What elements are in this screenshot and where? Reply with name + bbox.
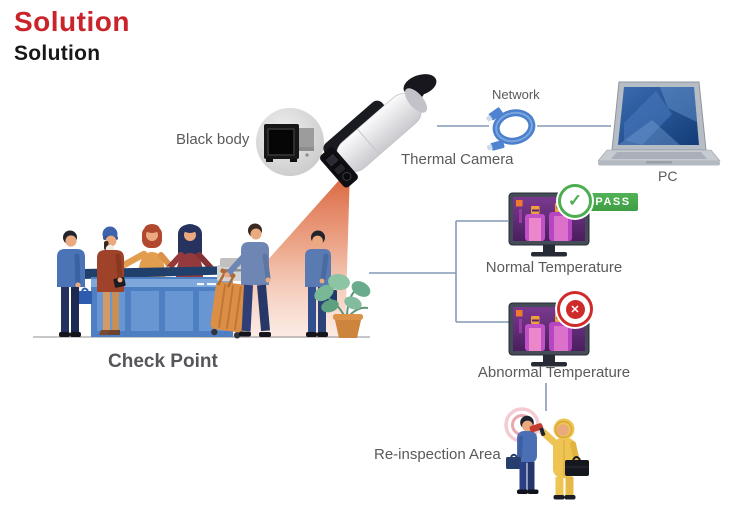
camera-sunshield bbox=[323, 100, 385, 157]
thermometer-gun-icon bbox=[529, 423, 546, 436]
re-inspection-illustration bbox=[504, 407, 589, 500]
cable-connector-bottom bbox=[486, 140, 505, 151]
potted-plant bbox=[314, 273, 371, 338]
monitor-stand bbox=[543, 355, 555, 362]
page-subtitle: Solution bbox=[14, 42, 101, 65]
suitcase bbox=[210, 281, 250, 339]
abnormal-temperature-label: Abnormal Temperature bbox=[477, 364, 631, 381]
queue-man-suitcase bbox=[210, 223, 271, 339]
pass-badge: PASS bbox=[588, 193, 638, 211]
inspector-briefcase bbox=[565, 460, 589, 476]
check-glyph: ✓ bbox=[567, 191, 583, 210]
black-body-device bbox=[256, 108, 324, 176]
check-point-illustration bbox=[33, 223, 371, 339]
cross-glyph: ✕ bbox=[565, 299, 585, 319]
cross-circle-icon: ✕ bbox=[557, 291, 593, 327]
network-label: Network bbox=[492, 87, 540, 102]
queue-woman bbox=[97, 226, 126, 335]
pc-label: PC bbox=[658, 168, 678, 184]
thermal-camera-label: Thermal Camera bbox=[401, 151, 514, 168]
pc-illustration bbox=[598, 81, 721, 166]
laptop-keyboard bbox=[611, 152, 707, 159]
check-circle-icon: ✓ bbox=[558, 184, 592, 218]
check-point-label: Check Point bbox=[108, 351, 218, 372]
monitor-stand bbox=[543, 245, 555, 252]
camera-lens bbox=[325, 153, 340, 168]
normal-temperature-label: Normal Temperature bbox=[485, 259, 623, 276]
hazmat-inspector bbox=[529, 418, 589, 500]
normal-temperature-monitor bbox=[508, 192, 590, 257]
cable-connector-top bbox=[486, 107, 503, 122]
queue-man-1 bbox=[57, 230, 92, 337]
ethernet-cable-icon bbox=[486, 107, 536, 151]
black-body-label: Black body bbox=[176, 131, 250, 148]
page-title: Solution bbox=[14, 6, 130, 37]
thermal-camera-illustration bbox=[320, 74, 437, 188]
re-inspection-area-label: Re-inspection Area bbox=[374, 446, 501, 463]
